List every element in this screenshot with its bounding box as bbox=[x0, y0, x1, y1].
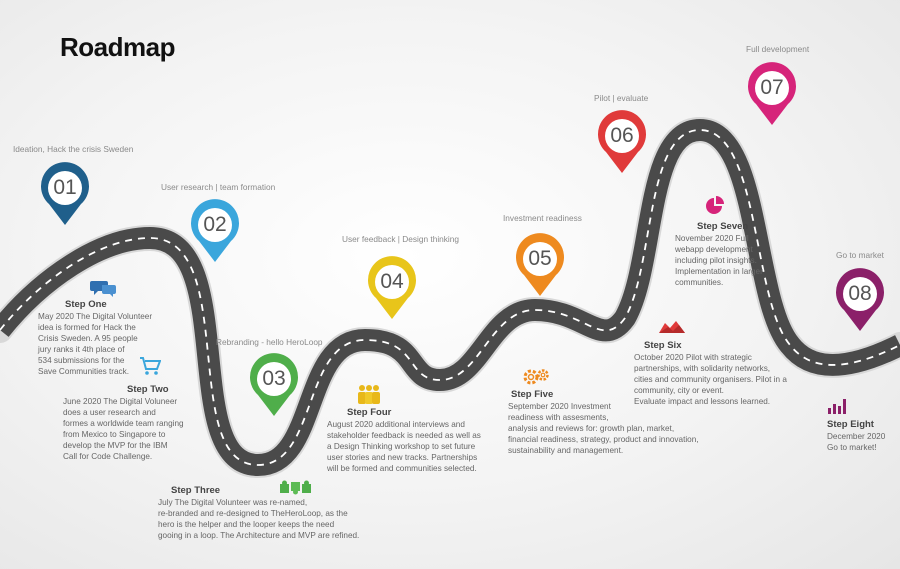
step-line: develop the MVP for the IBM bbox=[63, 441, 168, 450]
step-seven: Step Seven November 2020 Full webapp dev… bbox=[675, 221, 785, 288]
step-title: Step Eight bbox=[827, 419, 874, 430]
pin-number: 06 bbox=[610, 124, 634, 147]
step-body: September 2020 Investment readiness with… bbox=[508, 401, 708, 456]
caption-step-5: Investment readiness bbox=[503, 213, 582, 223]
step-body: July The Digital Volunteer was re-named,… bbox=[158, 497, 388, 541]
chat-icon bbox=[90, 281, 116, 297]
step-title: Step One bbox=[65, 299, 107, 310]
pin-step-7: 07 bbox=[746, 62, 798, 126]
step-body: August 2020 additional interviews and st… bbox=[327, 419, 507, 474]
puzzle-icon bbox=[280, 480, 311, 495]
step-title: Step Five bbox=[511, 389, 554, 400]
step-line: sustainability and management. bbox=[508, 446, 624, 455]
step-line: analysis and reviews for: growth plan, m… bbox=[508, 424, 675, 433]
area-chart-icon bbox=[659, 321, 685, 333]
step-line: financial readiness, strategy, product a… bbox=[508, 435, 699, 444]
step-line: hero is the helper and the looper keeps … bbox=[158, 520, 335, 529]
step-line: December 2020 bbox=[827, 432, 886, 441]
step-body: June 2020 The Digital Voluneer does a us… bbox=[63, 396, 213, 462]
pin-step-1: 01 bbox=[39, 162, 91, 226]
pin-number: 02 bbox=[203, 213, 227, 236]
people-icon bbox=[358, 385, 380, 404]
caption-step-8: Go to market bbox=[836, 250, 884, 260]
pin-number: 07 bbox=[760, 76, 784, 99]
pin-number: 05 bbox=[528, 247, 552, 270]
step-line: webapp development bbox=[675, 245, 753, 254]
gears-icon bbox=[523, 369, 549, 385]
pin-number: 08 bbox=[848, 282, 872, 305]
pie-chart-icon bbox=[706, 196, 724, 214]
caption-step-2: User research | team formation bbox=[161, 182, 276, 192]
step-body: October 2020 Pilot with strategic partne… bbox=[634, 352, 804, 407]
step-line: communities. bbox=[675, 278, 724, 287]
step-line: July The Digital Volunteer was re-named, bbox=[158, 498, 308, 507]
caption-step-6: Pilot | evaluate bbox=[594, 93, 649, 103]
step-line: user stories and new tracks. Partnership… bbox=[327, 453, 478, 462]
caption-step-1: Ideation, Hack the crisis Sweden bbox=[13, 144, 134, 154]
step-body: November 2020 Full webapp development in… bbox=[675, 233, 785, 288]
step-body: December 2020 Go to market! bbox=[827, 431, 897, 453]
step-line: will be formed and communities selected. bbox=[327, 464, 477, 473]
pin-step-3: 03 bbox=[248, 353, 300, 417]
caption-step-7: Full development bbox=[746, 44, 810, 54]
step-body: May 2020 The Digital Volunteer idea is f… bbox=[38, 311, 168, 377]
step-line: Call for Code Challenge. bbox=[63, 452, 153, 461]
step-line: cities and community organisers. Pilot i… bbox=[634, 375, 787, 384]
cart-icon bbox=[140, 357, 161, 375]
step-title: Step Six bbox=[644, 340, 682, 351]
step-line: November 2020 Full bbox=[675, 234, 749, 243]
page-title: Roadmap bbox=[60, 32, 175, 62]
step-line: Evaluate impact and lessons learned. bbox=[634, 397, 771, 406]
step-six: Step Six October 2020 Pilot with strateg… bbox=[634, 340, 804, 407]
step-line: October 2020 Pilot with strategic bbox=[634, 353, 752, 362]
pin-number: 01 bbox=[53, 176, 77, 199]
step-line: Go to market! bbox=[827, 443, 877, 452]
step-line: partnerships, with solidarity networks, bbox=[634, 364, 771, 373]
caption-step-3: Rebranding - hello HeroLoop bbox=[216, 337, 323, 347]
step-line: idea is formed for Hack the bbox=[38, 323, 136, 332]
step-line: formes a worldwide team ranging bbox=[63, 419, 184, 428]
step-title: Step Three bbox=[171, 485, 221, 496]
step-line: does a user research and bbox=[63, 408, 156, 417]
pin-number: 03 bbox=[262, 367, 286, 390]
pin-step-6: 06 bbox=[596, 110, 648, 174]
step-line: readiness with assesments, bbox=[508, 413, 609, 422]
step-line: re-branded and re-designed to TheHeroLoo… bbox=[158, 509, 348, 518]
step-three: Step Three July The Digital Volunteer wa… bbox=[158, 485, 388, 541]
step-line: Save Communities track. bbox=[38, 367, 130, 376]
step-line: gooing in a loop. The Architecture and M… bbox=[158, 531, 360, 540]
step-line: 534 submissions for the bbox=[38, 356, 125, 365]
pin-step-4: 04 bbox=[366, 256, 418, 320]
step-line: community, city or event. bbox=[634, 386, 724, 395]
step-two: Step Two June 2020 The Digital Voluneer … bbox=[63, 384, 213, 462]
step-title: Step Seven bbox=[697, 221, 749, 232]
step-title: Step Two bbox=[127, 384, 169, 395]
step-line: Implementation in larger bbox=[675, 267, 763, 276]
step-title: Step Four bbox=[347, 407, 392, 418]
step-five: Step Five September 2020 Investment read… bbox=[508, 389, 708, 456]
bar-chart-icon bbox=[828, 399, 846, 414]
step-line: a Design Thinking workshop to set future bbox=[327, 442, 476, 451]
step-line: including pilot insights. bbox=[675, 256, 757, 265]
step-line: August 2020 additional interviews and bbox=[327, 420, 465, 429]
step-line: Crisis Sweden. A 95 people bbox=[38, 334, 138, 343]
step-line: from Mexico to Singapore to bbox=[63, 430, 166, 439]
step-line: jury ranks it 4th place of bbox=[38, 345, 125, 354]
step-line: May 2020 The Digital Volunteer bbox=[38, 312, 153, 321]
caption-step-4: User feedback | Design thinking bbox=[342, 234, 459, 244]
step-one: Step One May 2020 The Digital Volunteer … bbox=[38, 299, 168, 377]
step-line: stakeholder feedback is needed as well a… bbox=[327, 431, 481, 440]
pin-number: 04 bbox=[380, 270, 404, 293]
step-line: June 2020 The Digital Voluneer bbox=[63, 397, 178, 406]
pin-step-5: 05 bbox=[514, 233, 566, 297]
step-four: Step Four August 2020 additional intervi… bbox=[327, 407, 507, 474]
step-line: September 2020 Investment bbox=[508, 402, 611, 411]
pin-step-8: 08 bbox=[834, 268, 886, 332]
step-eight: Step Eight December 2020 Go to market! bbox=[827, 419, 897, 453]
pin-step-2: 02 bbox=[189, 199, 241, 263]
